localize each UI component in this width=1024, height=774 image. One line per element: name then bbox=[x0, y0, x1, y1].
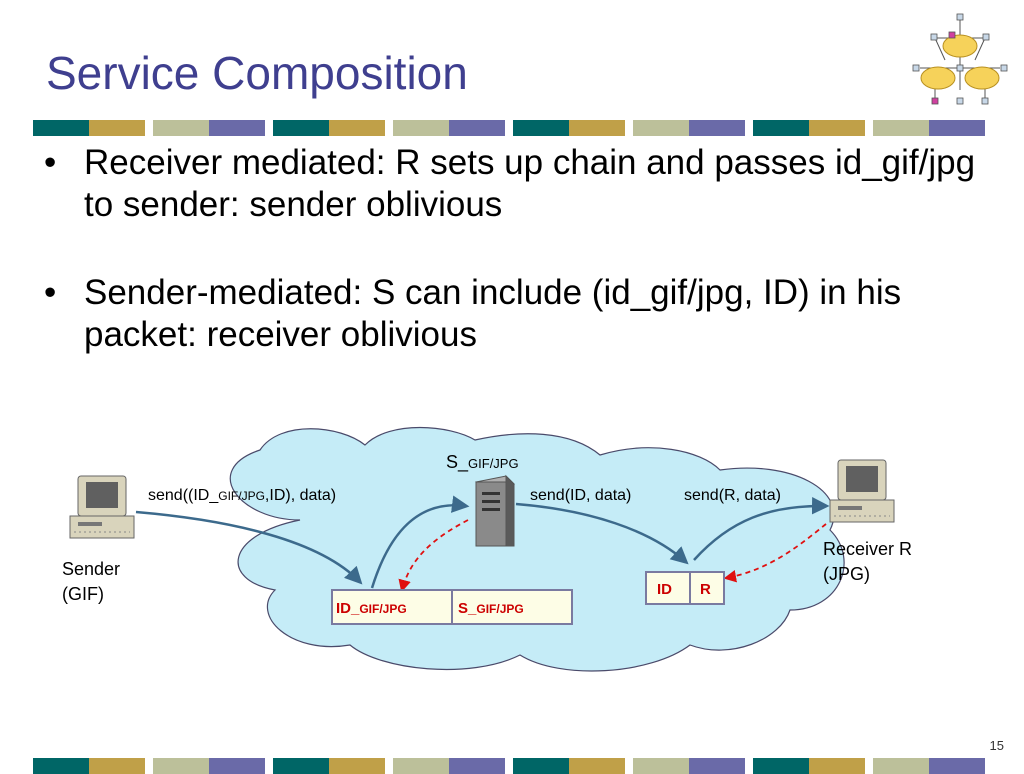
bullet-item: • Receiver mediated: R sets up chain and… bbox=[44, 142, 1004, 226]
packet-id-receiver: ID R bbox=[645, 571, 725, 605]
send-label-sender: send((ID_GIF/JPG,ID), data) bbox=[148, 487, 336, 504]
arrow-server-to-packet bbox=[515, 502, 689, 565]
bullet-item: • Sender-mediated: S can include (id_gif… bbox=[44, 272, 1004, 356]
server-icon bbox=[474, 474, 516, 547]
dashed-arrow-receiver-to-packet bbox=[723, 523, 827, 583]
receiver-computer-icon bbox=[829, 459, 895, 523]
arrow-packet-to-receiver bbox=[693, 497, 830, 561]
receiver-label-type: (JPG) bbox=[823, 564, 870, 584]
bullet-text: Receiver mediated: R sets up chain and p… bbox=[84, 143, 976, 224]
footer-divider-stripe bbox=[33, 758, 985, 774]
sender-label: Sender bbox=[62, 559, 120, 579]
header-divider-stripe bbox=[33, 120, 985, 136]
slide-number: 15 bbox=[989, 738, 1004, 753]
send-label-receiver: send(R, data) bbox=[684, 487, 781, 504]
sender-computer-icon bbox=[69, 475, 135, 539]
dashed-arrow-server-to-packet bbox=[398, 519, 469, 593]
arrow-packet-to-server bbox=[370, 495, 470, 589]
server-label: S_GIF/JPG bbox=[446, 452, 519, 473]
bullet-text: Sender-mediated: S can include (id_gif/j… bbox=[84, 273, 902, 354]
bullet-dot-icon: • bbox=[44, 273, 57, 312]
packet-id-server: ID_GIF/JPG S_GIF/JPG bbox=[331, 589, 573, 625]
packet-cell-id: ID_GIF/JPG bbox=[336, 600, 407, 617]
slide-title: Service Composition bbox=[46, 47, 468, 99]
receiver-label: Receiver R bbox=[823, 539, 912, 559]
arrow-sender-to-packet bbox=[135, 510, 363, 585]
sender-label-type: (GIF) bbox=[62, 584, 104, 604]
bullet-list: • Receiver mediated: R sets up chain and… bbox=[44, 142, 1004, 402]
packet-cell-receiver: R bbox=[700, 581, 711, 598]
send-label-server: send(ID, data) bbox=[530, 487, 631, 504]
bullet-dot-icon: • bbox=[44, 143, 57, 182]
network-logo-icon bbox=[912, 13, 1008, 105]
packet-cell-id: ID bbox=[657, 581, 672, 598]
packet-cell-server: S_GIF/JPG bbox=[458, 600, 524, 617]
network-cloud bbox=[229, 426, 845, 672]
